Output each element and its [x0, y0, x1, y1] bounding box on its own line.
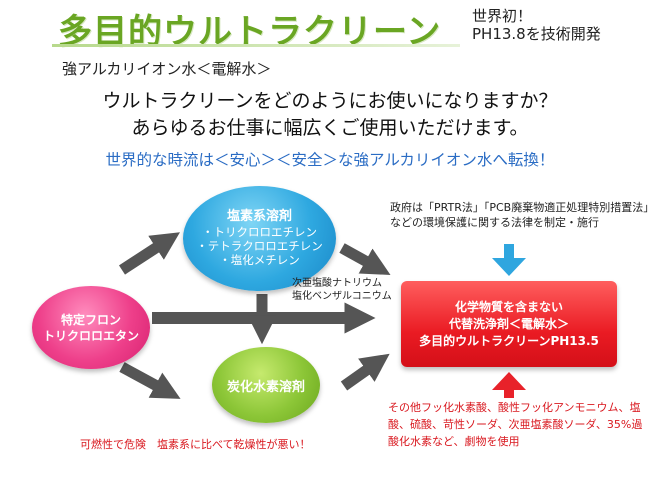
arrow-freon-to-chlorinated: [118, 232, 180, 275]
arrow-freon-to-hydrocarbon: [119, 362, 181, 399]
arrow-hydrocarbon-to-product: [340, 353, 390, 391]
freon-line-1: 特定フロン: [60, 312, 121, 327]
chlorinated-item: ・塩化メチレン: [219, 253, 300, 267]
disinfectant-label: 次亜塩酸ナトリウム 塩化ベンザルコニウム: [292, 277, 392, 303]
arrow-chlorinated-to-product: [339, 243, 391, 275]
freon-circle: 特定フロン トリクロロエタン: [32, 286, 150, 369]
hydrocarbon-label: 炭化水素溶剤: [226, 379, 305, 395]
flammability-warning: 可燃性で危険 塩素系に比べて乾燥性が悪い！: [80, 438, 311, 451]
question-line-2: あらゆるお仕事に幅広くご使用いただけます。: [131, 117, 529, 139]
disinfectant-line-1: 次亜塩酸ナトリウム: [292, 278, 382, 289]
product-line-3: 多目的ウルトラクリーンPH13.5: [419, 333, 599, 348]
other-chemicals-note: その他フッ化水素酸、酸性フッ化アンモニウム、塩酸、硫酸、苛性ソーダ、次亜塩素酸ソ…: [388, 401, 643, 448]
chlorinated-solvent-circle: 塩素系溶剤 ・トリクロロエチレン ・テトラクロロエチレン ・塩化メチレン: [183, 186, 336, 291]
chlorinated-title: 塩素系溶剤: [226, 209, 292, 224]
blue-down-arrow: [492, 244, 526, 276]
trend-statement: 世界的な時流は＜安心＞＜安全＞な強アルカリイオン水へ転換！: [105, 151, 555, 169]
badge-line-2: PH13.8を技術開発: [472, 25, 601, 43]
freon-line-2: トリクロロエタン: [42, 328, 139, 343]
world-first-badge: 世界初！ PH13.8を技術開発: [472, 7, 601, 43]
chlorinated-item: ・テトラクロロエチレン: [196, 239, 323, 253]
hydrocarbon-circle: 炭化水素溶剤: [212, 347, 320, 423]
product-box: 化学物質を含まない 代替洗浄剤＜電解水＞ 多目的ウルトラクリーンPH13.5: [401, 281, 617, 367]
disinfectant-line-2: 塩化ベンザルコニウム: [292, 291, 392, 302]
question-line-1: ウルトラクリーンをどのようにお使いになりますか？: [102, 90, 558, 112]
badge-line-1: 世界初！: [472, 7, 533, 25]
red-up-arrow: [492, 372, 526, 398]
usage-question: ウルトラクリーンをどのようにお使いになりますか？ あらゆるお仕事に幅広くご使用い…: [0, 88, 660, 142]
product-line-2: 代替洗浄剤＜電解水＞: [448, 316, 569, 331]
government-regulation-note: 政府は「PRTR法」「PCB廃棄物適正処理特別措置法」などの環境保護に関する法律…: [390, 201, 649, 229]
product-line-1: 化学物質を含まない: [454, 299, 563, 314]
chlorinated-item: ・トリクロロエチレン: [202, 225, 317, 239]
title-underline: [52, 44, 460, 47]
subtitle: 強アルカリイオン水＜電解水＞: [62, 60, 272, 78]
